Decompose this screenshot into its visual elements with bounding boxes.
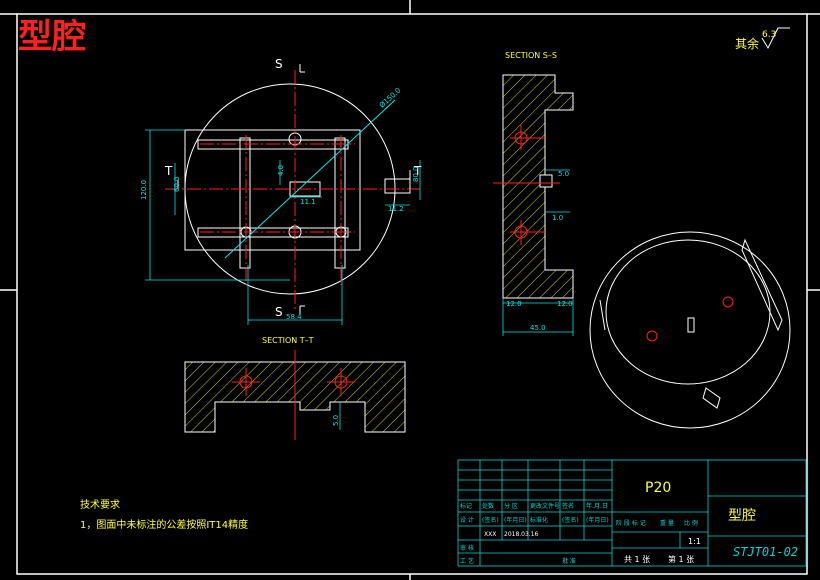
section-mark-t-left: T [164,164,173,178]
dim-height-left: 120.0 [140,180,148,200]
weight-label: 重 量 [660,519,674,527]
section-ss-slot [539,174,553,188]
title-block-text: 标记 处数 分 区 更改文件号 签名 年.月.日 设 计 (签名) (年月日) … [460,480,798,565]
header-col-4: 签名 [562,502,574,510]
section-mark-t-right: T [413,164,422,178]
stage-mark-label: 阶 段 标 记 [616,519,646,527]
header-col-3: 更改文件号 [530,502,560,510]
design-col-2: (年月日) [504,516,527,524]
sheets-total: 共 1 张 [624,555,650,564]
cavity-outline [184,129,361,251]
dim-diameter: Ø150.0 [378,86,402,109]
ss-dim-left: 12.0 [506,300,522,308]
title-block [457,459,807,567]
section-ss-dims [502,169,574,336]
section-mark-s-top: S [275,57,283,71]
roughness-symbol-icon [761,27,790,50]
section-tt-title: SECTION T–T [262,336,314,345]
ss-dim-right: 12.0 [557,300,573,308]
iso-view [589,231,791,429]
design-col-0: 设 计 [460,516,474,524]
top-view: S S T T Ø150.0 120.0 60.0 58.4 4.0 11.1 … [140,57,422,325]
dim-11b: 11.2 [388,205,404,213]
section-ss: SECTION S–S 5.0 1.0 12.0 12.0 45.0 [493,51,574,336]
tt-dim-5: 5.0 [332,415,340,426]
part-code: P20 [645,480,671,496]
roughness-value: 6.3 [762,30,776,40]
label-approve: 批 准 [562,557,576,565]
dim-80: 80.0 [412,166,420,182]
diameter-leader [224,99,396,259]
designer: XXX [484,531,496,538]
design-col-5: (年月日) [586,516,609,524]
label-process: 工 艺 [460,557,474,565]
dim-4: 4.0 [277,165,285,176]
dim-11a: 11.1 [300,198,316,206]
ss-dim-1: 1.0 [552,214,563,222]
section-ss-body [502,74,574,299]
technical-notes: 技术要求 1，图面中未标注的公差按照IT14精度 [80,498,248,531]
section-tt-holes [232,350,355,440]
dim-width-bottom: 58.4 [286,313,302,321]
dimension-lines [145,129,421,325]
drawing-number: STJT01-02 [733,545,798,559]
part-name: 型腔 [728,508,756,524]
center-lines [165,70,420,310]
design-col-4: (签名) [562,516,579,524]
ss-dim-5: 5.0 [558,170,569,178]
header-col-5: 年.月.日 [586,502,608,510]
header-col-2: 分 区 [504,502,518,510]
sheet-number: 第 1 张 [668,554,694,564]
tech-notes-item: 1，图面中未标注的公差按照IT14精度 [80,518,248,531]
scale-label: 比 例 [684,519,698,527]
ss-dim-total: 45.0 [530,324,546,332]
section-tt: SECTION T–T 5.0 [184,336,406,440]
design-col-3: 标准化 [530,516,548,524]
design-col-1: (签名) [482,516,499,524]
section-mark-s-bottom: S [275,305,283,319]
channels [197,137,411,269]
section-arrows [177,64,411,314]
drawing-title: 型腔 [18,17,86,57]
tech-notes-heading: 技术要求 [80,498,120,511]
roughness-label: 其余 [735,36,759,51]
label-review: 审 核 [460,544,474,552]
scale-value: 1:1 [688,537,701,546]
design-date: 2018.03.16 [504,531,539,538]
header-col-1: 处数 [482,502,494,510]
section-ss-holes [493,125,560,245]
surface-roughness-note: 其余 6.3 [735,27,790,51]
header-col-0: 标记 [460,502,472,510]
dim-height-inner: 60.0 [173,176,181,192]
section-ss-title: SECTION S–S [505,51,557,60]
